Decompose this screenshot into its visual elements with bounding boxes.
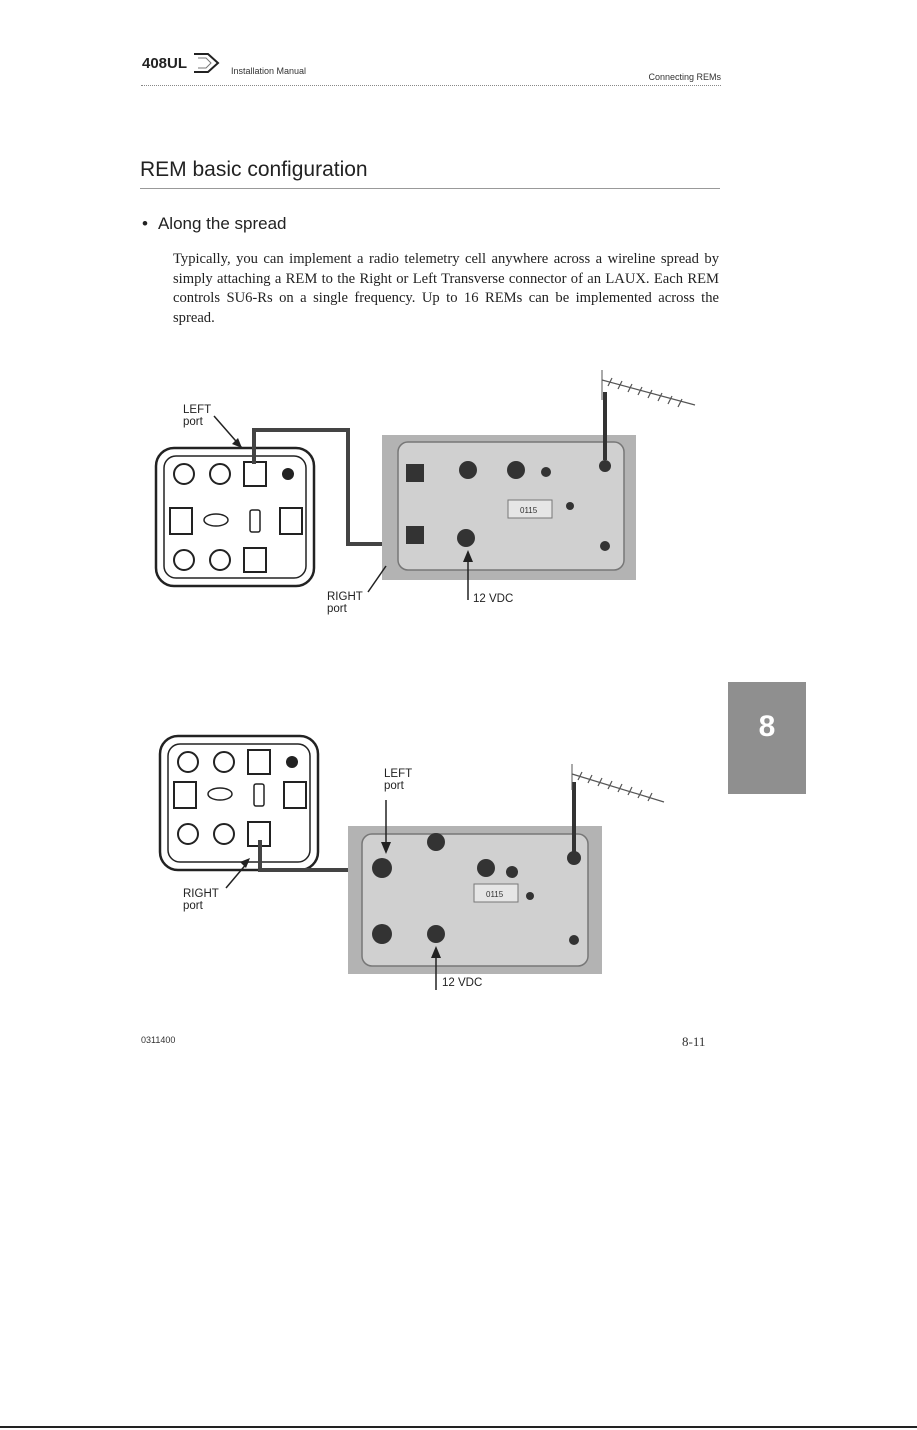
chapter-tab: 8 [728, 682, 806, 794]
transverse-cable [252, 428, 404, 546]
bottom-rule [0, 1426, 917, 1428]
rem-unit-icon: 0115 [348, 826, 602, 974]
figure-1-right-port-label: RIGHT port [327, 591, 363, 615]
bullet-dot-icon: • [142, 214, 148, 233]
bullet-item: • Along the spread [142, 214, 287, 234]
figure-2: 0115 LEFT port RIGHT port 12 VDC [150, 730, 710, 995]
laux-unit-icon [158, 734, 320, 872]
laux-unit-icon [154, 446, 316, 588]
rem-unit-number: 0115 [486, 890, 504, 899]
figure-2-power-label: 12 VDC [442, 977, 483, 989]
chapter-number: 8 [758, 710, 776, 743]
figure-2-right-port-label: RIGHT port [183, 888, 219, 912]
doc-number: 0311400 [141, 1035, 176, 1045]
figure-2-left-port-label: LEFT port [384, 768, 412, 792]
right-label-line-2: port [183, 900, 203, 912]
body-paragraph: Typically, you can implement a radio tel… [173, 251, 719, 326]
header-rule [141, 85, 721, 86]
right-label-line-1: RIGHT [327, 591, 363, 603]
logo-text: 408UL [142, 55, 187, 72]
rem-unit-icon: 0115 [382, 435, 636, 580]
antenna-icon [601, 370, 696, 460]
right-label-line-2: port [327, 603, 347, 615]
manual-title: Installation Manual [231, 66, 307, 76]
page-number: 8-11 [682, 1034, 706, 1049]
figure-2-drawing: 0115 [158, 734, 665, 990]
transverse-cable [258, 840, 380, 872]
left-label-line-2: port [183, 416, 203, 428]
figure-1-drawing: 0115 [154, 370, 696, 600]
figure-1: 0115 LEFT port RIGHT port 12 VDC [150, 360, 710, 630]
figure-1-power-label: 12 VDC [473, 593, 514, 605]
left-label-line-2: port [384, 780, 404, 792]
manual-logo: 408UL [142, 53, 220, 73]
rem-unit-number: 0115 [520, 506, 538, 515]
section-rule [140, 188, 720, 189]
header-section-title: Connecting REMs [648, 72, 721, 82]
left-label-line-1: LEFT [384, 768, 413, 780]
section-heading: REM basic configuration [140, 158, 368, 181]
antenna-icon [571, 764, 665, 852]
left-label-line-1: LEFT [183, 404, 212, 416]
figure-1-left-port-label: LEFT port [183, 404, 211, 428]
right-label-line-1: RIGHT [183, 888, 219, 900]
bullet-text: Along the spread [157, 214, 287, 233]
